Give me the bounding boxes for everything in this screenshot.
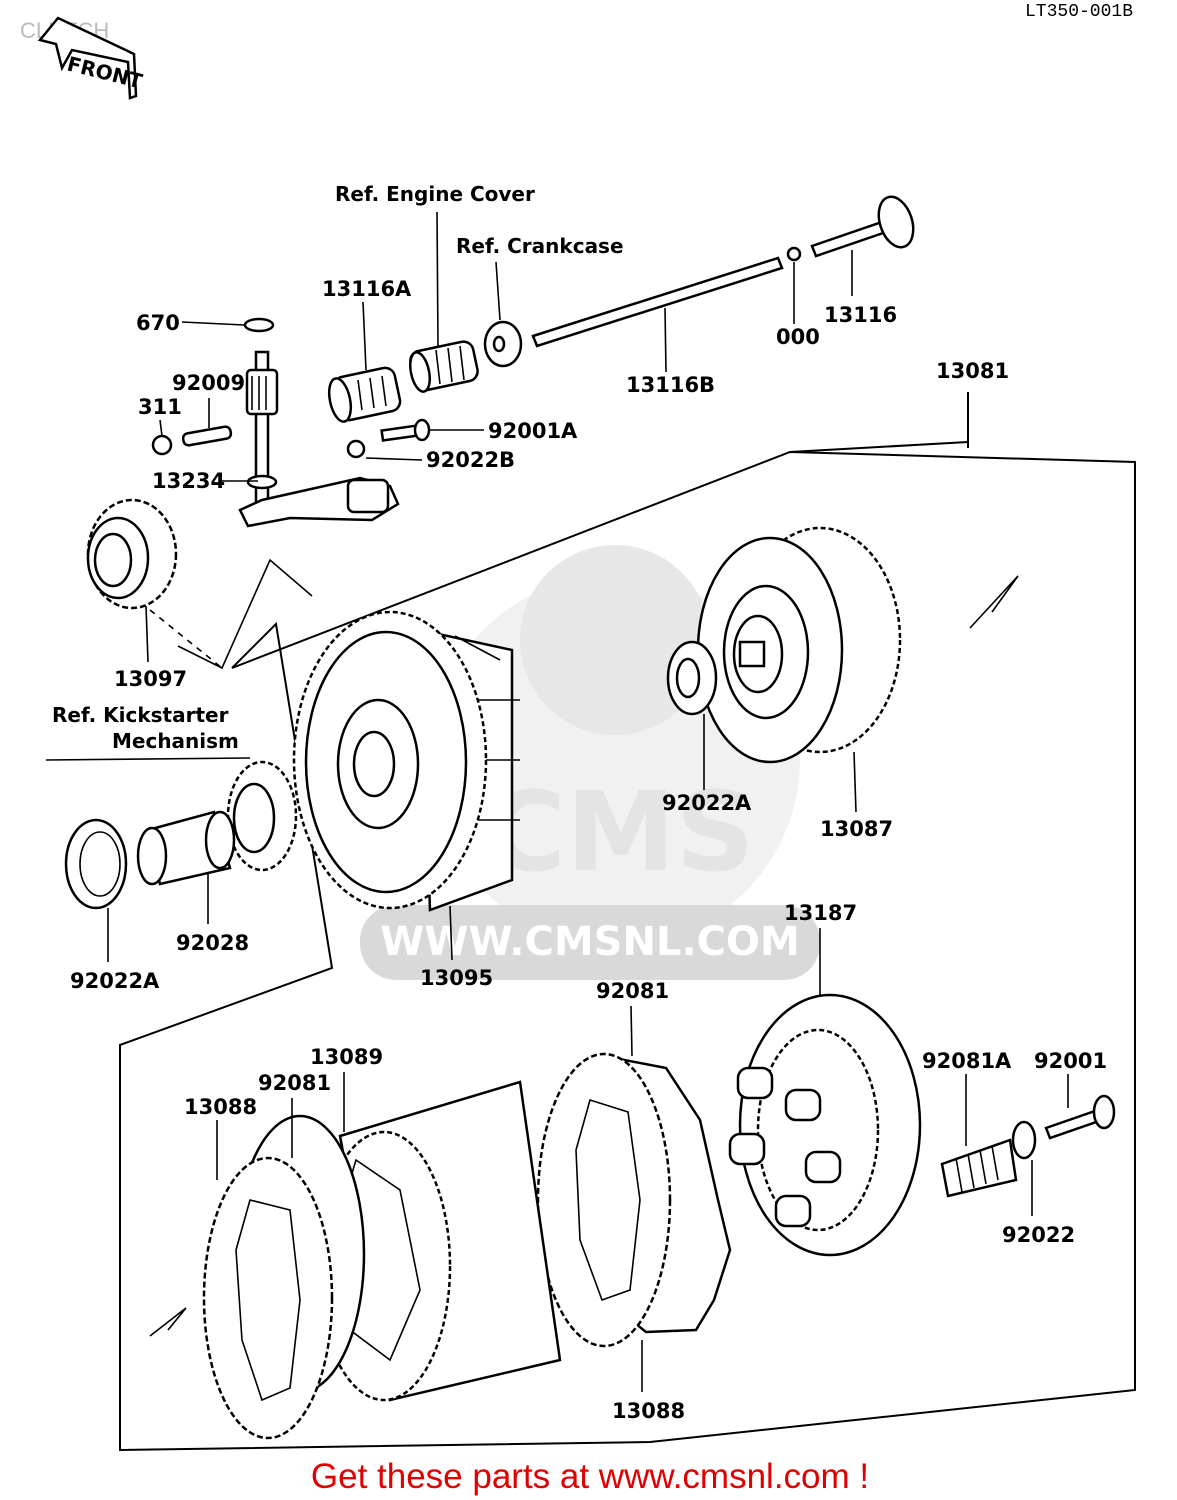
adjuster-worm — [409, 340, 479, 393]
part-labels: Ref. Engine Cover Ref. Crankcase 670 131… — [52, 182, 1107, 1423]
pin-92009 — [181, 425, 233, 447]
drawing-code: LT350-001B — [1025, 2, 1133, 22]
washer-92022A-left — [64, 818, 128, 910]
label-13089: 13089 — [310, 1045, 383, 1069]
ball-000 — [786, 246, 802, 262]
friction-plate-13088-left — [202, 1156, 334, 1440]
label-13187: 13187 — [784, 901, 857, 925]
label-92081-mid: 92081 — [596, 979, 669, 1003]
label-92009: 92009 — [172, 371, 245, 395]
label-000: 000 — [776, 325, 820, 349]
washer-92022 — [1011, 1120, 1037, 1160]
label-13116: 13116 — [824, 303, 897, 327]
push-rod-13116B — [531, 256, 784, 348]
label-92028: 92028 — [176, 931, 249, 955]
label-13095: 13095 — [420, 966, 493, 990]
bolt-92001 — [1044, 1094, 1116, 1140]
label-92022A-left: 92022A — [70, 969, 160, 993]
friction-plate-13088-bottom — [536, 1052, 672, 1348]
push-rod-13116 — [810, 195, 915, 258]
label-92001: 92001 — [1034, 1049, 1107, 1073]
label-13088-bottom: 13088 — [612, 1399, 685, 1423]
label-13097: 13097 — [114, 667, 187, 691]
bushing-92028 — [136, 810, 236, 886]
clutch-hub-13087 — [696, 526, 902, 764]
label-13081: 13081 — [936, 359, 1009, 383]
label-670: 670 — [136, 311, 180, 335]
release-shaft-13234 — [238, 350, 400, 528]
label-311: 311 — [138, 395, 182, 419]
label-92001A: 92001A — [488, 419, 578, 443]
leader-lines — [45, 211, 1069, 1392]
label-92022B: 92022B — [426, 448, 515, 472]
label-92081-left: 92081 — [258, 1071, 331, 1095]
label-13088-left: 13088 — [184, 1095, 257, 1119]
label-ref-engine-cover: Ref. Engine Cover — [335, 182, 535, 206]
gear-13097 — [86, 498, 178, 610]
washer-92022B — [346, 439, 366, 459]
watermark-url: WWW.CMSNL.COM — [380, 919, 800, 965]
label-13116B: 13116B — [626, 373, 715, 397]
watermark-brand: CMS — [485, 768, 754, 896]
screw-92001A — [380, 418, 431, 442]
spring-92081A — [940, 1138, 1018, 1198]
label-ref-kickstarter-1: Ref. Kickstarter — [52, 703, 229, 727]
pressure-plate-13187 — [728, 993, 922, 1257]
kick-gear — [226, 760, 298, 872]
label-92081A: 92081A — [922, 1049, 1012, 1073]
label-ref-kickstarter-2: Mechanism — [112, 729, 239, 753]
label-92022A-top: 92022A — [662, 791, 752, 815]
label-ref-crankcase: Ref. Crankcase — [456, 234, 624, 258]
label-13116A: 13116A — [322, 277, 412, 301]
o-ring-670 — [243, 317, 275, 333]
get-parts-link[interactable]: Get these parts at www.cmsnl.com ! — [311, 1457, 869, 1496]
label-92022: 92022 — [1002, 1223, 1075, 1247]
label-13234: 13234 — [152, 469, 225, 493]
cam-13116A — [327, 366, 402, 423]
clutch-housing-13095 — [292, 610, 520, 912]
label-13087: 13087 — [820, 817, 893, 841]
clip-311 — [151, 434, 173, 456]
